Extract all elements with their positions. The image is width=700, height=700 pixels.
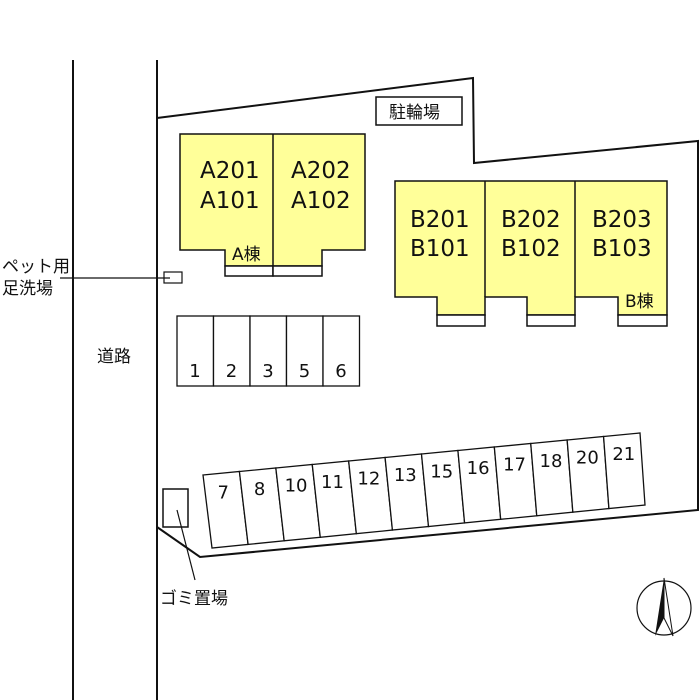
unit-label: A101 [200, 188, 260, 214]
balcony [224, 265, 274, 277]
parking-space-number: 18 [540, 451, 563, 472]
balcony [272, 265, 323, 277]
road-label: 道路 [97, 347, 131, 367]
pet-wash-label-2: 足洗場 [2, 279, 53, 299]
parking-space-number: 3 [262, 361, 273, 382]
parking-space-number: 7 [217, 482, 228, 503]
building-b: B201 B101 B202 B102 B203 B103 B棟 [394, 180, 668, 327]
parking-space-number: 21 [612, 444, 635, 465]
bicycle-parking-label: 駐輪場 [389, 103, 440, 123]
garbage-area-box [162, 488, 189, 528]
parking-space-number: 1 [189, 361, 200, 382]
site-boundary [156, 76, 699, 559]
parking-space [602, 432, 646, 510]
unit-label: B102 [501, 236, 561, 262]
balcony [526, 314, 576, 327]
garbage-leader-line [176, 509, 196, 581]
unit-label: B103 [592, 236, 652, 262]
parking-space-number: 17 [503, 454, 526, 475]
unit-label: B201 [410, 207, 470, 233]
parking-space-number: 10 [285, 475, 308, 496]
balcony [436, 314, 486, 327]
garbage-label: ゴミ置場 [160, 588, 228, 609]
balcony [617, 314, 668, 327]
parking-space-number: 15 [430, 461, 453, 482]
north-arrow-icon [636, 577, 692, 637]
unit-label: B101 [410, 236, 470, 262]
unit-label: A102 [291, 188, 351, 214]
unit-label: A201 [200, 158, 260, 184]
parking-space-number: 8 [254, 479, 265, 500]
parking-space-number: 6 [335, 361, 346, 382]
unit-label: B203 [592, 207, 652, 233]
pet-wash-label-1: ペット用 [2, 257, 70, 277]
parking-space-number: 11 [321, 472, 344, 493]
parking-space-number: 2 [226, 361, 237, 382]
unit-label: B202 [501, 207, 561, 233]
parking-space-number: 13 [394, 465, 417, 486]
parking-space-number: 12 [357, 468, 380, 489]
parking-space [322, 315, 361, 387]
parking-row-1: 1 2 3 5 6 [176, 315, 361, 387]
parking-space-number: 5 [299, 361, 310, 382]
building-a-label: A棟 [232, 245, 261, 265]
parking-space-number: 20 [576, 447, 599, 468]
bicycle-parking-box [375, 96, 463, 126]
parking-space-number: 16 [467, 458, 490, 479]
parking-row-2: 7 8 10 11 12 13 15 16 17 18 20 21 [202, 432, 646, 549]
building-a: A201 A101 A202 A102 A棟 [179, 133, 366, 277]
unit-label: A202 [291, 158, 351, 184]
building-b-label: B棟 [625, 292, 654, 312]
